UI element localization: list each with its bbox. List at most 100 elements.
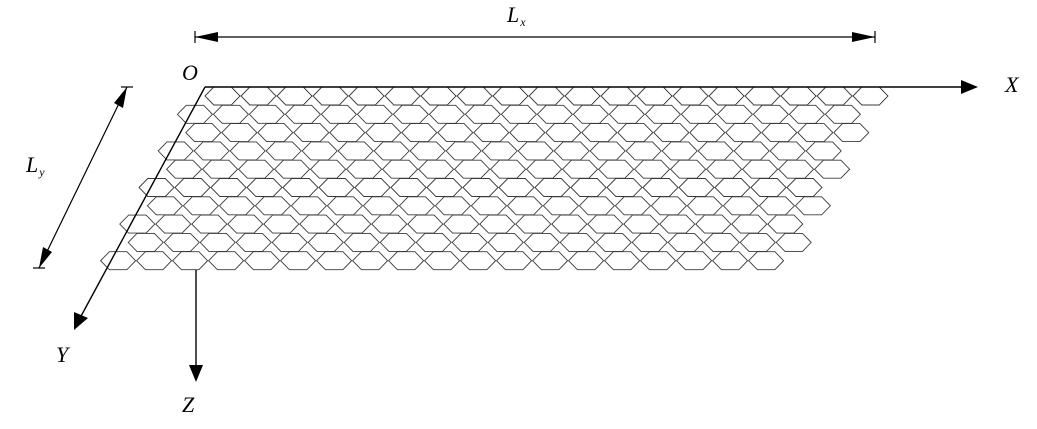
- honeycomb-cell: [201, 159, 239, 179]
- honeycomb-cell: [351, 251, 389, 271]
- honeycomb-cell: [733, 141, 770, 161]
- honeycomb-cell: [561, 159, 599, 179]
- honeycomb-cell: [343, 232, 380, 252]
- honeycomb-cell: [293, 123, 330, 143]
- honeycomb-cell: [165, 159, 203, 179]
- honeycomb-cell: [362, 196, 400, 216]
- honeycomb-cell: [587, 214, 624, 234]
- honeycomb-cell: [434, 196, 472, 216]
- honeycomb-cell: [650, 196, 688, 216]
- honeycomb-cell: [464, 104, 502, 124]
- honeycomb-cell: [761, 123, 798, 143]
- honeycomb-cell: [553, 141, 590, 161]
- honeycomb-cell: [614, 196, 652, 216]
- honeycomb-cell: [545, 123, 582, 143]
- honeycomb-cell: [509, 123, 546, 143]
- y-axis-label: Y: [56, 342, 71, 367]
- honeycomb-cell: [157, 141, 194, 161]
- honeycomb-cell: [356, 104, 394, 124]
- honeycomb-cell: [786, 178, 823, 197]
- honeycomb-cell: [229, 141, 266, 161]
- honeycomb-cell: [551, 214, 588, 234]
- honeycomb-cell: [739, 232, 776, 252]
- honeycomb-cell: [254, 196, 292, 216]
- honeycomb-cell: [617, 123, 654, 143]
- honeycomb-cell: [171, 251, 209, 271]
- honeycomb-cell: [470, 196, 508, 216]
- honeycomb-cell: [207, 251, 245, 271]
- honeycomb-cell: [329, 123, 366, 143]
- honeycomb-cell: [487, 232, 524, 252]
- honeycomb-cell: [240, 86, 277, 106]
- honeycomb-cell: [373, 141, 410, 161]
- honeycomb-cell: [517, 141, 554, 161]
- honeycomb-cell: [174, 178, 211, 197]
- honeycomb-cell: [284, 104, 322, 124]
- honeycomb-cell: [750, 178, 787, 197]
- honeycomb-cell: [528, 86, 565, 106]
- x-axis-arrowhead: [961, 80, 978, 94]
- honeycomb-cell: [769, 141, 806, 161]
- honeycomb-cell: [797, 123, 834, 143]
- honeycomb-cell: [309, 159, 347, 179]
- honeycomb-cell: [182, 196, 220, 216]
- honeycomb-cell: [420, 86, 457, 106]
- honeycomb-cell: [453, 159, 491, 179]
- honeycomb-cell: [675, 251, 713, 271]
- honeycomb-cell: [523, 232, 560, 252]
- honeycomb-cell: [686, 196, 724, 216]
- honeycomb-cell: [185, 123, 222, 143]
- honeycomb-cell: [212, 104, 250, 124]
- honeycomb-cell: [752, 104, 790, 124]
- honeycomb-cell: [417, 159, 455, 179]
- honeycomb-cell: [824, 104, 862, 124]
- honeycomb-cell: [315, 251, 353, 271]
- honeycomb-cell: [716, 104, 754, 124]
- lx-label-main: L: [506, 2, 519, 27]
- honeycomb-cell: [775, 232, 812, 252]
- honeycomb-cell: [335, 214, 372, 234]
- honeycomb-cell: [758, 196, 796, 216]
- honeycomb-cell: [581, 123, 618, 143]
- honeycomb-cell: [606, 178, 643, 197]
- honeycomb-cell: [747, 251, 785, 271]
- lx-label-sub: x: [519, 15, 526, 29]
- honeycomb-cell: [348, 86, 385, 106]
- honeycomb-cell: [479, 214, 516, 234]
- honeycomb-cell: [625, 141, 662, 161]
- honeycomb-cell: [365, 123, 402, 143]
- honeycomb-cell: [708, 86, 745, 106]
- honeycomb-cell: [273, 159, 311, 179]
- honeycomb-cell: [600, 86, 637, 106]
- x-axis-label: X: [1004, 72, 1020, 97]
- honeycomb-cell: [246, 178, 283, 197]
- honeycomb-cell: [589, 141, 626, 161]
- honeycomb-cell: [371, 214, 408, 234]
- honeycomb-cell: [163, 232, 200, 252]
- honeycomb-cell: [354, 178, 391, 197]
- honeycomb-cell: [456, 86, 493, 106]
- honeycomb-cell: [312, 86, 349, 106]
- honeycomb-cell: [423, 251, 461, 271]
- honeycomb-cell: [119, 214, 156, 234]
- honeycomb-cell: [695, 214, 732, 234]
- honeycomb-cell: [500, 104, 538, 124]
- honeycomb-cell: [459, 251, 497, 271]
- honeycomb-cell: [564, 86, 601, 106]
- honeycomb-cell: [176, 104, 214, 124]
- y-axis: [74, 86, 206, 330]
- honeycomb-cell: [794, 196, 832, 216]
- honeycomb-cell: [780, 86, 817, 106]
- honeycomb-cell: [703, 232, 740, 252]
- honeycomb-cell: [301, 141, 338, 161]
- honeycomb-cell: [813, 159, 851, 179]
- honeycomb-cell: [263, 214, 300, 234]
- honeycomb-cell: [451, 232, 488, 252]
- honeycomb-cell: [492, 86, 529, 106]
- honeycomb-cell: [659, 214, 696, 234]
- honeycomb-cell: [271, 232, 308, 252]
- honeycomb-cell: [639, 251, 677, 271]
- honeycomb-cell: [235, 232, 272, 252]
- honeycomb-cell: [597, 159, 635, 179]
